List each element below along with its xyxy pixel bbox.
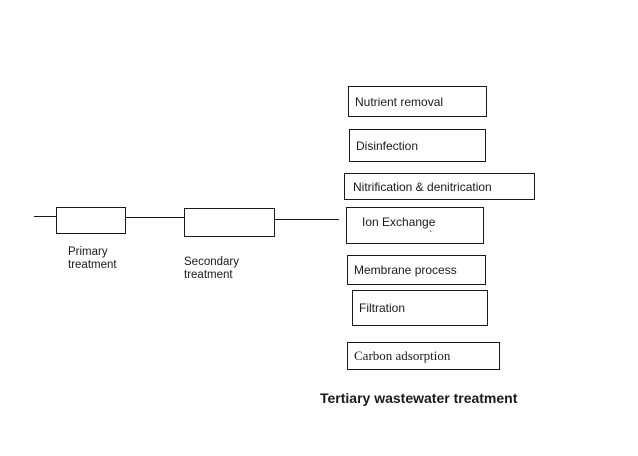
secondary-label-line-1: Secondary: [184, 256, 239, 268]
primary-treatment-label: Primary treatment: [68, 246, 117, 272]
nutrient-removal-box: Nutrient removal: [348, 86, 487, 117]
diagram-caption: Tertiary wastewater treatment: [320, 390, 518, 406]
primary-label-line-1: Primary: [68, 246, 108, 258]
membrane-process-box: Membrane process: [347, 255, 486, 285]
primary-label-line-2: treatment: [68, 259, 117, 271]
inlet-line: [34, 216, 56, 217]
ion-exchange-label: Ion Exchange: [362, 215, 436, 229]
filtration-box: Filtration: [352, 290, 488, 326]
secondary-treatment-box: [184, 208, 275, 237]
disinfection-box: Disinfection: [349, 129, 486, 162]
ion-exchange-box: Ion Exchange `: [346, 207, 484, 244]
primary-to-secondary-line: [126, 217, 184, 218]
nitrification-denitrification-box: Nitrification & denitrication: [344, 173, 535, 200]
carbon-adsorption-box: Carbon adsorption: [347, 342, 500, 370]
secondary-to-tertiary-line: [275, 219, 339, 220]
stray-tick-mark: `: [429, 230, 433, 241]
primary-treatment-box: [56, 207, 126, 234]
secondary-treatment-label: Secondary treatment: [184, 256, 239, 282]
secondary-label-line-2: treatment: [184, 269, 233, 281]
